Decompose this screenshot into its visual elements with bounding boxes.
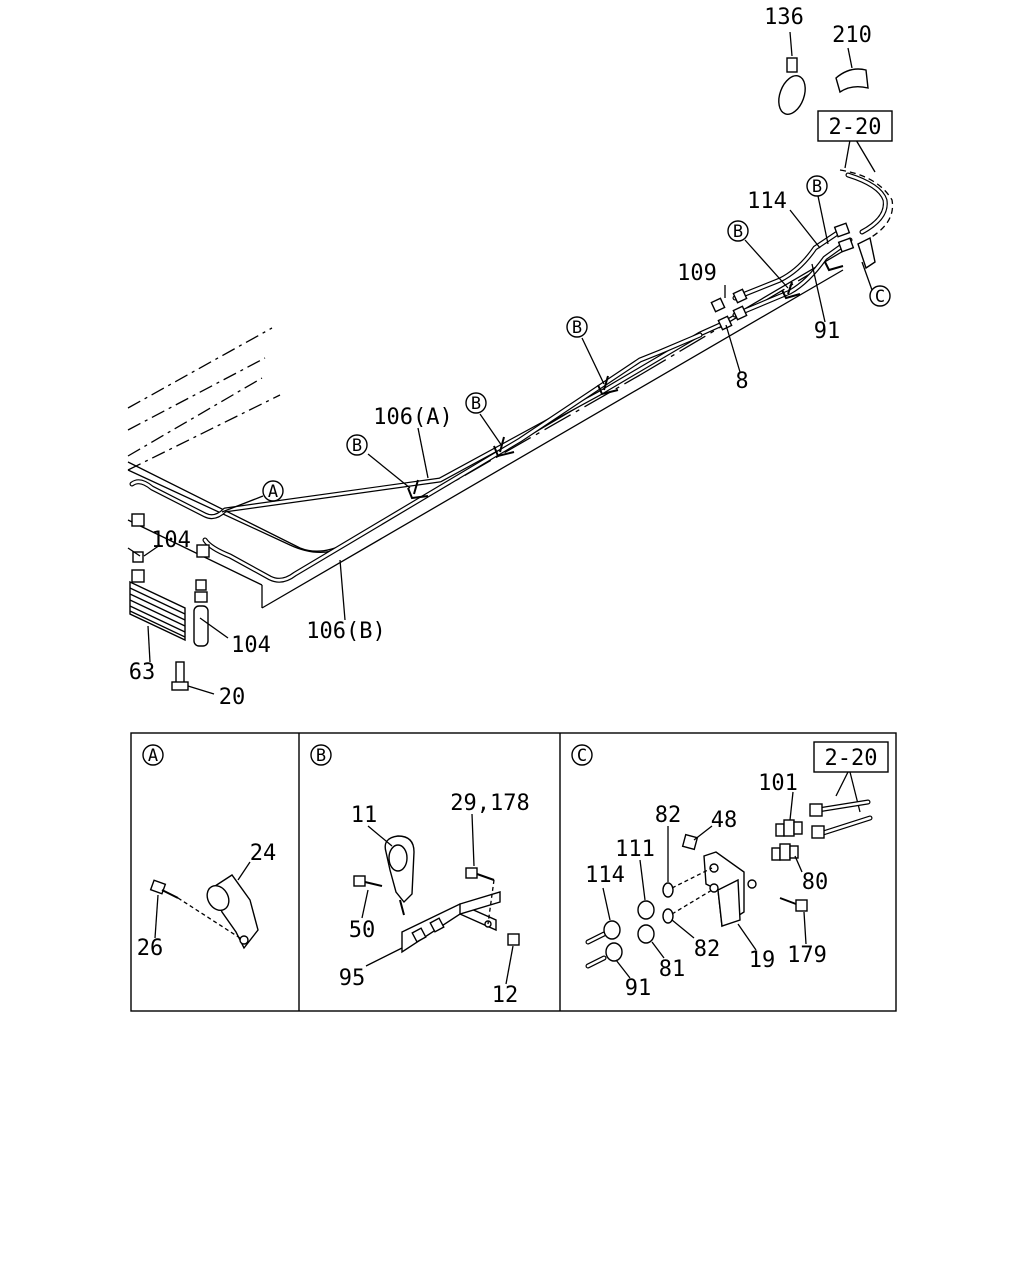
ref-box-main-label: 2-20 [829, 115, 882, 140]
callout-104-a: 104 [151, 528, 191, 553]
callout-106a: 106(A) [373, 405, 452, 430]
ref-box-main[interactable]: 2-20 [817, 110, 893, 142]
bolt-29-178 [465, 867, 495, 925]
callout-63: 63 [129, 660, 156, 685]
callout-114: 114 [747, 189, 787, 214]
connector-101 [775, 819, 803, 837]
oil-pipe-106b [202, 332, 703, 583]
callout-26: 26 [137, 936, 164, 961]
marker-b-1-label: B [812, 177, 822, 197]
callout-210: 210 [832, 23, 872, 48]
nut-12 [507, 933, 520, 946]
ref-box-detail-label: 2-20 [825, 746, 878, 771]
callout-82-top: 82 [655, 803, 682, 828]
marker-b-2-label: B [733, 222, 743, 242]
pipe-ends [809, 799, 873, 839]
callout-109: 109 [677, 261, 717, 286]
marker-a-detail-label: A [148, 746, 158, 766]
callout-111: 111 [615, 837, 655, 862]
callout-20: 20 [219, 685, 246, 710]
callout-104-b: 104 [231, 633, 271, 658]
detail-panels [130, 732, 897, 1012]
callout-95: 95 [339, 966, 366, 991]
clip-24 [206, 874, 259, 950]
callout-136: 136 [764, 5, 804, 30]
callout-11: 11 [351, 803, 378, 828]
bracket-c [833, 222, 876, 291]
callout-19: 19 [749, 948, 776, 973]
clip-136 [778, 31, 806, 115]
bracket-19 [703, 851, 757, 928]
callout-12: 12 [492, 983, 519, 1008]
marker-b-1[interactable]: B [806, 175, 828, 197]
ref-box-detail[interactable]: 2-20 [813, 741, 889, 773]
detail-panel-b: B 11 29,178 [310, 744, 530, 1008]
marker-b-detail[interactable]: B [310, 744, 332, 766]
marker-b-5[interactable]: B [346, 434, 368, 456]
marker-b-detail-label: B [316, 746, 326, 766]
callout-179: 179 [787, 943, 827, 968]
callout-91: 91 [814, 319, 841, 344]
washers-82 [662, 867, 713, 924]
marker-b-4-label: B [471, 394, 481, 414]
bolt-20 [171, 661, 215, 695]
leader-lines [127, 139, 876, 663]
marker-c-main-label: C [875, 287, 885, 307]
callout-91-detail: 91 [625, 976, 652, 1001]
connector-80 [771, 843, 799, 861]
marker-c-detail-label: C [577, 746, 587, 766]
marker-c-main[interactable]: C [869, 285, 891, 307]
oil-cooler [129, 551, 209, 647]
callout-80: 80 [802, 870, 829, 895]
marker-a-detail[interactable]: A [142, 744, 164, 766]
bolt-50 [353, 875, 383, 887]
callout-50: 50 [349, 918, 376, 943]
callout-101: 101 [758, 771, 798, 796]
bolt-179 [779, 897, 808, 912]
nut-48 [681, 833, 699, 851]
marker-b-3-label: B [572, 318, 582, 338]
oil-pipe-106a [129, 322, 723, 520]
callout-24: 24 [250, 841, 277, 866]
marker-b-2[interactable]: B [727, 220, 749, 242]
marker-a-main-label: A [268, 482, 278, 502]
detail-panel-c: C 2-20 [571, 741, 889, 1001]
callout-29-178: 29,178 [450, 791, 529, 816]
nuts-111-81 [637, 900, 655, 944]
detail-panel-a: A 24 26 [137, 744, 277, 961]
chassis-frame [127, 249, 846, 609]
sleeve-210 [835, 47, 869, 94]
callout-114-detail: 114 [585, 863, 625, 888]
bolt-26 [149, 879, 241, 939]
callout-106b: 106(B) [306, 619, 385, 644]
marker-a-main[interactable]: A [262, 480, 284, 502]
marker-b-4[interactable]: B [465, 392, 487, 414]
pipe-clamps [407, 261, 844, 500]
fittings-114-91 [585, 920, 623, 969]
callout-8: 8 [735, 369, 748, 394]
bracket-95 [401, 891, 501, 954]
callout-48: 48 [711, 808, 738, 833]
callout-82-bottom: 82 [694, 937, 721, 962]
callout-81: 81 [659, 957, 686, 982]
marker-c-detail[interactable]: C [571, 744, 593, 766]
clamp-11 [384, 835, 415, 916]
marker-b-3[interactable]: B [566, 316, 588, 338]
pipe-nuts [131, 288, 748, 558]
marker-b-5-label: B [352, 436, 362, 456]
